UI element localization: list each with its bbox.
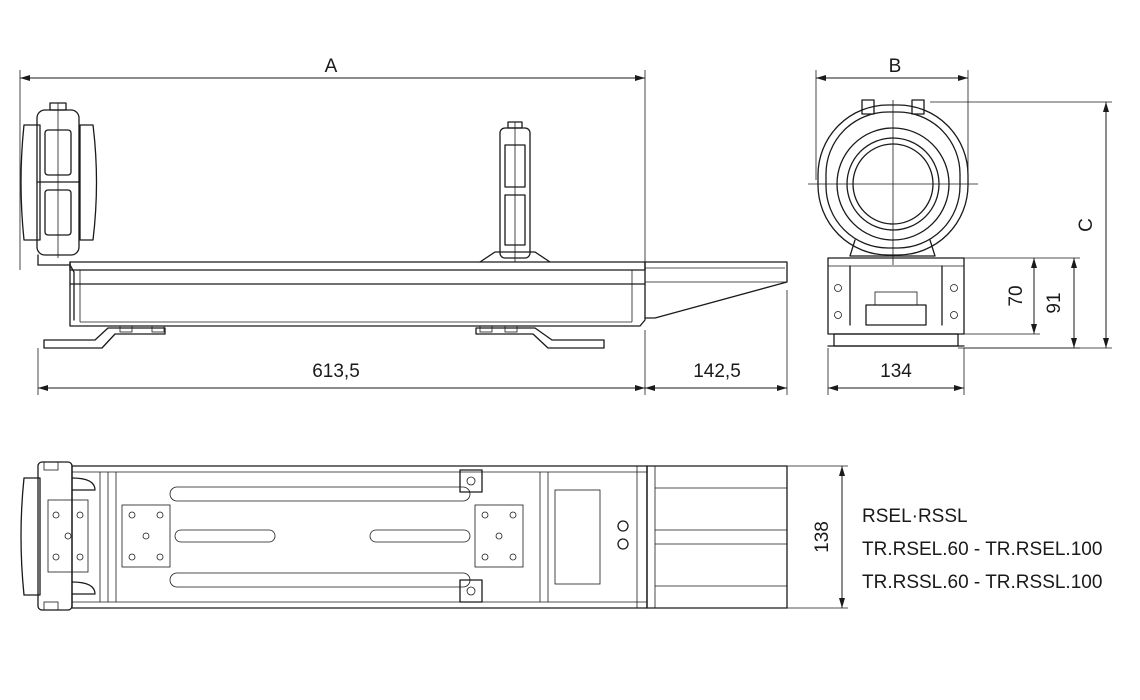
dimension-142: 142,5 [644, 290, 788, 395]
top-extension [646, 465, 788, 609]
base-block [827, 257, 965, 347]
side-view: A [19, 56, 788, 395]
top-frame [71, 465, 648, 609]
dimension-91-label: 91 [1044, 292, 1065, 313]
dimension-a-label: A [325, 56, 338, 77]
dimension-613-label: 613,5 [312, 361, 360, 382]
legend-line-1: RSEL·RSSL [862, 506, 968, 527]
dimension-a: A [19, 56, 646, 270]
dimension-91: 91 [964, 258, 1080, 349]
top-view: 138 [20, 461, 848, 611]
dimension-134-label: 134 [880, 361, 912, 382]
dimension-138: 138 [787, 465, 848, 609]
feet [43, 325, 605, 349]
dimension-c: C [930, 101, 1112, 349]
dimension-134: 134 [827, 348, 965, 395]
dimension-138-label: 138 [812, 521, 833, 553]
top-left-end [20, 461, 96, 611]
front-view: B [808, 56, 1112, 395]
legend-line-2: TR.RSEL.60 - TR.RSEL.100 [862, 539, 1103, 560]
dimension-70: 70 [958, 257, 1080, 335]
dimension-613: 613,5 [37, 348, 645, 395]
left-roller [20, 102, 98, 266]
legend-line-3: TR.RSSL.60 - TR.RSSL.100 [862, 572, 1103, 593]
dimension-70-label: 70 [1006, 285, 1027, 306]
dimension-c-label: C [1076, 218, 1097, 232]
main-body [37, 261, 788, 327]
dimension-b-label: B [889, 56, 902, 77]
upright-roller [479, 121, 551, 263]
drum [808, 99, 978, 265]
dimension-b: B [815, 56, 969, 180]
dimension-142-label: 142,5 [693, 361, 741, 382]
